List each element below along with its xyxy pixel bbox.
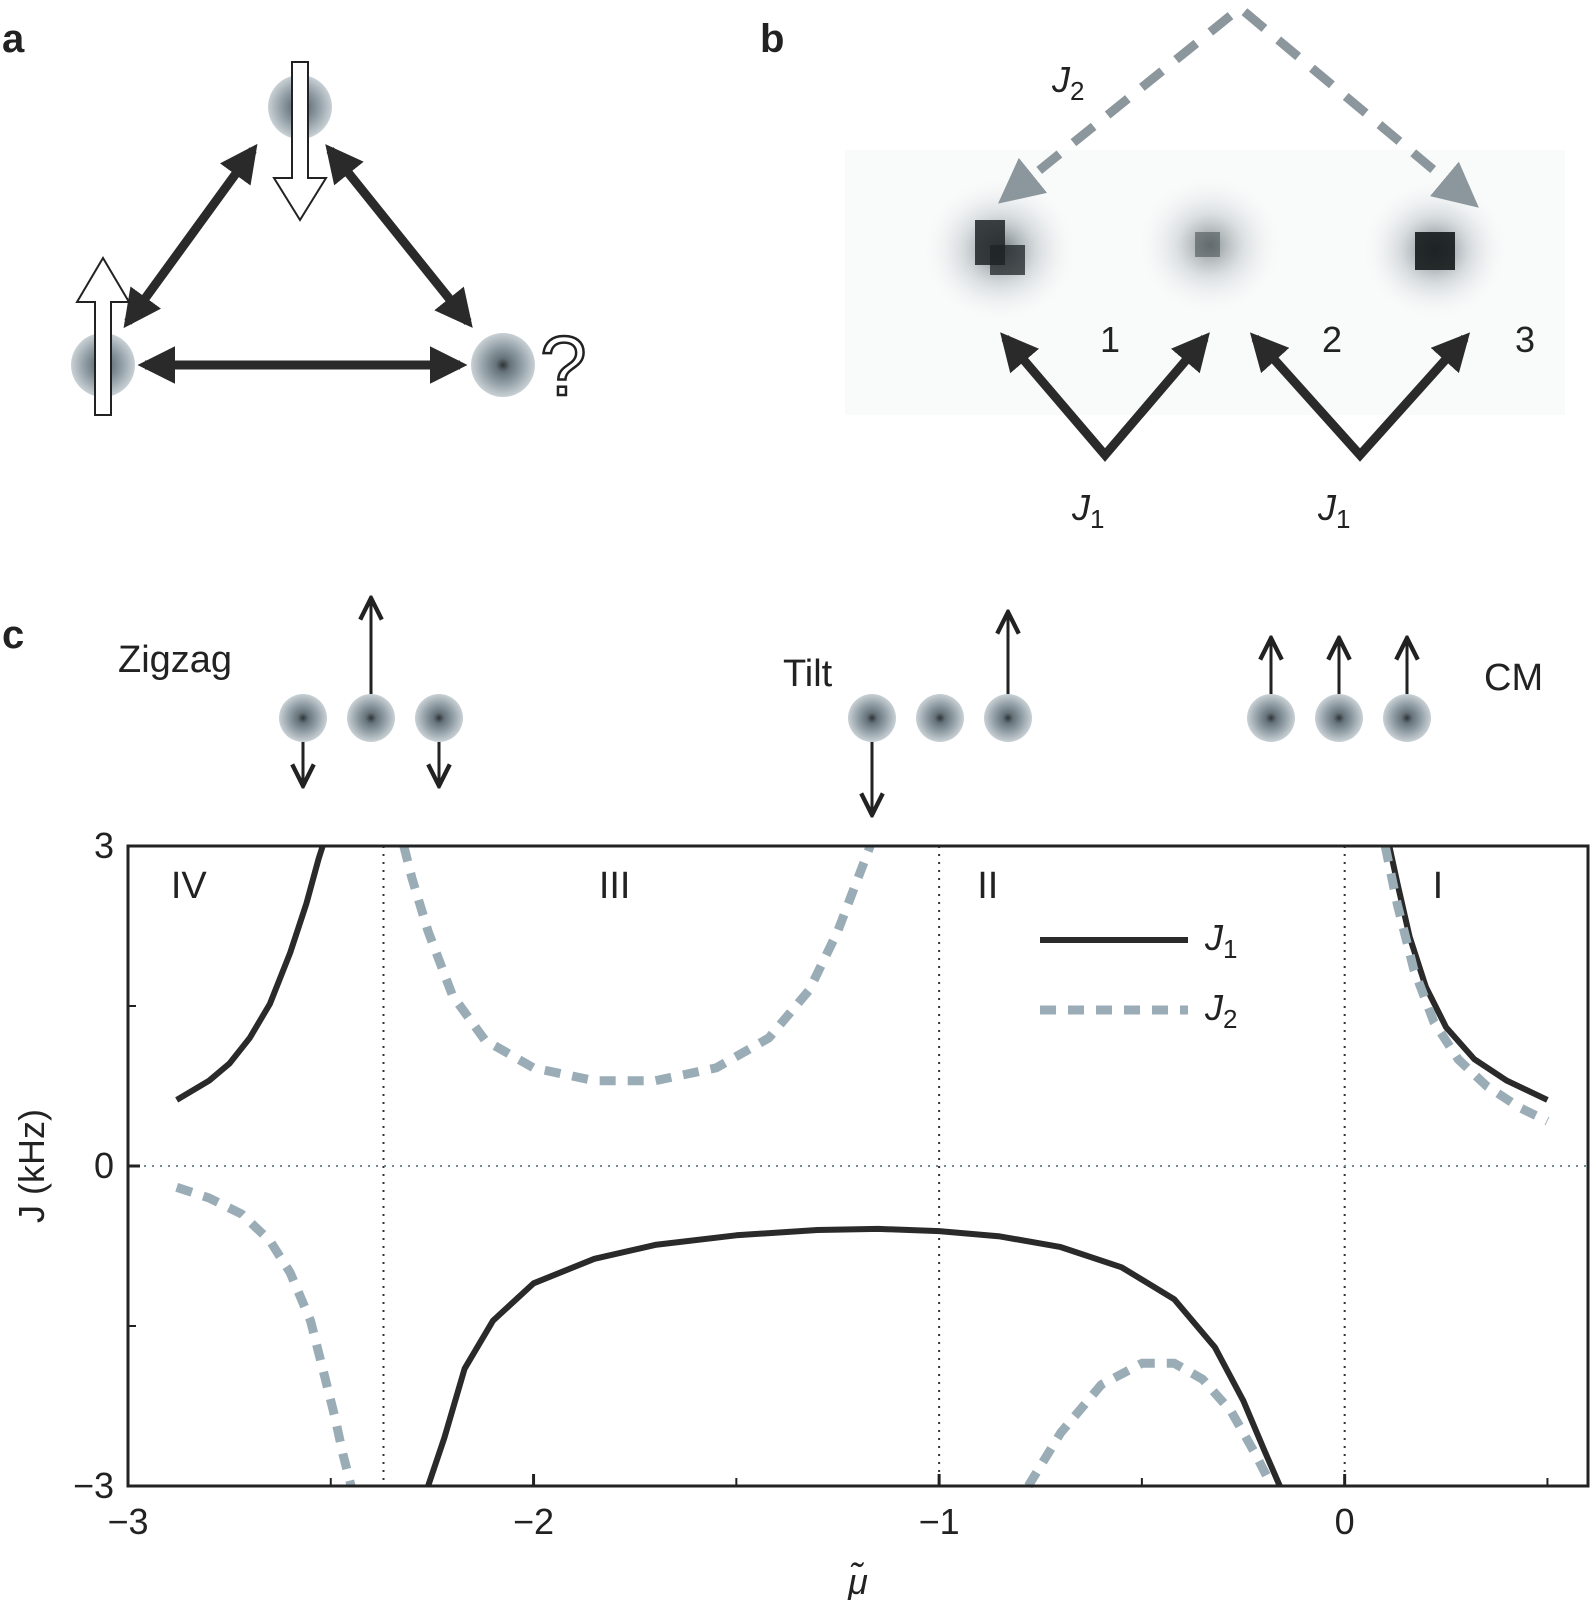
zigzag-ion-1 [279, 694, 327, 742]
region-label: IV [171, 865, 208, 907]
cm-ion-3 [1383, 694, 1431, 742]
region-label: II [977, 865, 998, 907]
tilt-ion-2 [916, 694, 964, 742]
cm-mode-diagram [1247, 638, 1431, 742]
j1-coupling-arrow-right [1249, 332, 1471, 462]
panel-a: a ? [2, 17, 588, 416]
legend-j1-label: J1 [1204, 917, 1237, 964]
y-axis-label: J (kHz) [11, 1109, 52, 1223]
legend-j2-label: J2 [1204, 987, 1237, 1034]
ion-fluorescence-1 [920, 175, 1080, 325]
series-j1-segment-2 [1386, 845, 1549, 1103]
j1-label-left: J1 [1071, 487, 1104, 534]
j2-label: J2 [1051, 59, 1084, 106]
series-j1-segment-1 [425, 1225, 1283, 1488]
tilt-ion-1 [848, 694, 896, 742]
tilt-ion-3 [984, 694, 1032, 742]
chart-series [175, 844, 1550, 1489]
panel-c-modes: c Zigzag Tilt CM [2, 598, 1543, 815]
j1-label-right: J1 [1317, 487, 1350, 534]
series-j2-segment-1 [399, 844, 875, 1086]
chart-guides [128, 846, 1588, 1486]
ion-fluorescence-3 [1360, 178, 1510, 322]
ion-number-1: 1 [1100, 319, 1120, 360]
x-axis-label: μ̃ [847, 1561, 868, 1600]
x-tick-label: −2 [513, 1501, 554, 1542]
ion-number-2: 2 [1322, 319, 1342, 360]
panel-c-label: c [2, 613, 24, 657]
unknown-spin-question-mark: ? [540, 319, 587, 413]
coupling-arrow-top-right [325, 144, 473, 328]
series-j2-segment-0 [175, 1183, 356, 1488]
mode-label-tilt: Tilt [783, 653, 833, 695]
cm-ion-1 [1247, 694, 1295, 742]
region-label: I [1433, 865, 1444, 907]
spin-down-arrow-icon [272, 61, 328, 222]
mode-label-zigzag: Zigzag [118, 639, 232, 681]
chart-legend: J1 J2 [1040, 917, 1237, 1034]
ion-right [471, 333, 535, 397]
panel-b: b J2 1 2 3 J1 J1 [760, 2, 1565, 534]
zigzag-ion-3 [415, 694, 463, 742]
series-j1-segment-0 [175, 845, 326, 1103]
tilt-mode-diagram [848, 612, 1032, 815]
panel-a-label: a [2, 17, 25, 61]
zigzag-mode-diagram [279, 598, 463, 786]
ion-number-3: 3 [1515, 319, 1535, 360]
x-tick-label: 0 [1335, 1501, 1355, 1542]
chart-ticks: −3 −2 −1 0 −3 0 3 [73, 825, 1549, 1542]
j2-coupling-arrow [998, 2, 1479, 208]
cm-ion-2 [1315, 694, 1363, 742]
x-tick-label: −1 [919, 1501, 960, 1542]
ion-fluorescence-2 [1135, 173, 1285, 317]
region-label: III [599, 865, 631, 907]
coupling-arrow-top-left [123, 143, 258, 329]
y-tick-label: 3 [94, 825, 114, 866]
spin-up-arrow-icon [75, 256, 131, 416]
series-j2-segment-2 [1024, 1358, 1276, 1489]
x-tick-label: −3 [107, 1501, 148, 1542]
j1-coupling-arrow-left [1000, 332, 1210, 462]
y-tick-label: −3 [73, 1465, 114, 1506]
y-tick-label: 0 [94, 1145, 114, 1186]
mode-label-cm: CM [1484, 657, 1543, 699]
panel-b-label: b [760, 17, 784, 61]
zigzag-ion-2 [347, 694, 395, 742]
series-j2-segment-3 [1380, 845, 1550, 1126]
